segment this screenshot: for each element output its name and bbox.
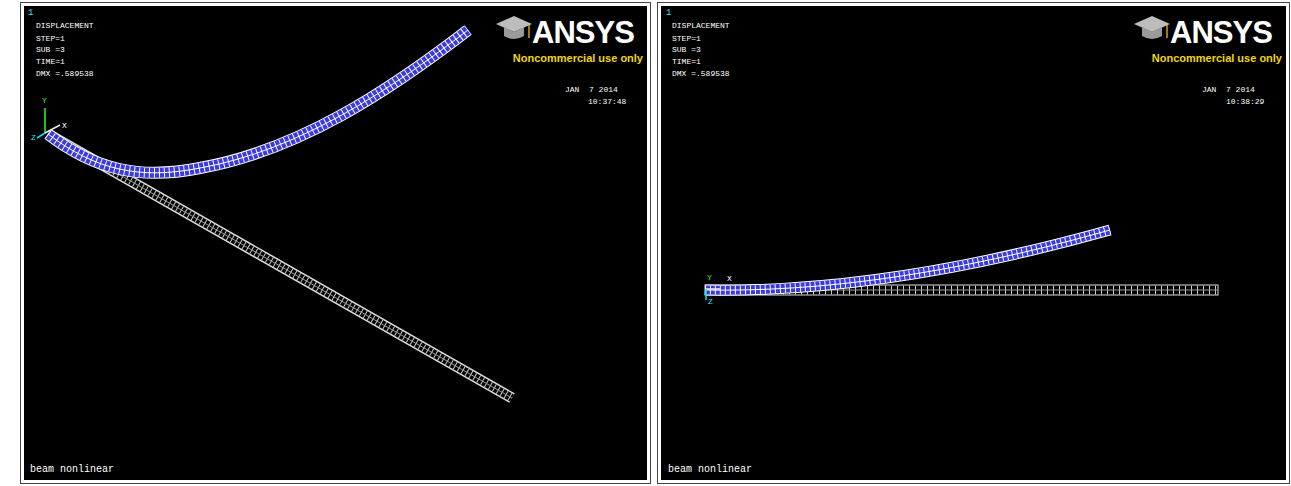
license-note: Noncommercial use only xyxy=(513,53,643,64)
logo-icon xyxy=(496,16,532,39)
result-title: DISPLACEMENT xyxy=(672,22,730,30)
deformed-beam xyxy=(705,230,1110,290)
axis-label: Z xyxy=(31,134,36,142)
step-info: TIME=1 xyxy=(36,58,65,66)
axis-label: Z xyxy=(708,298,713,306)
axis-label: Y xyxy=(707,274,712,282)
date-stamp: JAN 7 2014 xyxy=(565,86,618,94)
logo-icon xyxy=(1134,16,1170,39)
axis-label: X xyxy=(62,122,67,130)
axis-label: X xyxy=(727,275,732,283)
step-info: STEP=1 xyxy=(36,35,65,43)
axis-label: Y xyxy=(42,97,47,105)
license-note: Noncommercial use only xyxy=(1152,53,1282,64)
time-stamp: 10:37:48 xyxy=(588,98,626,106)
deformed-beam xyxy=(48,30,468,173)
panel-frame xyxy=(21,3,651,484)
graphics-window xyxy=(24,6,647,480)
axis-triad xyxy=(37,108,60,138)
plot-title: beam nonlinear xyxy=(668,465,752,475)
window-number: 1 xyxy=(28,9,33,18)
plot-title: beam nonlinear xyxy=(30,465,114,475)
panel-frame xyxy=(658,3,1290,484)
result-title: DISPLACEMENT xyxy=(36,22,94,30)
step-info: TIME=1 xyxy=(672,58,701,66)
graphics-window xyxy=(661,6,1286,480)
logo-text: ANSYS xyxy=(1170,17,1272,48)
step-info: SUB =3 xyxy=(36,46,65,54)
step-info: DMX =.589538 xyxy=(672,70,730,78)
date-stamp: JAN 7 2014 xyxy=(1202,86,1255,94)
time-stamp: 10:38:29 xyxy=(1226,98,1264,106)
step-info: DMX =.589538 xyxy=(36,70,94,78)
logo-text: ANSYS xyxy=(532,17,634,48)
window-number: 1 xyxy=(666,9,671,18)
step-info: SUB =3 xyxy=(672,46,701,54)
step-info: STEP=1 xyxy=(672,35,701,43)
